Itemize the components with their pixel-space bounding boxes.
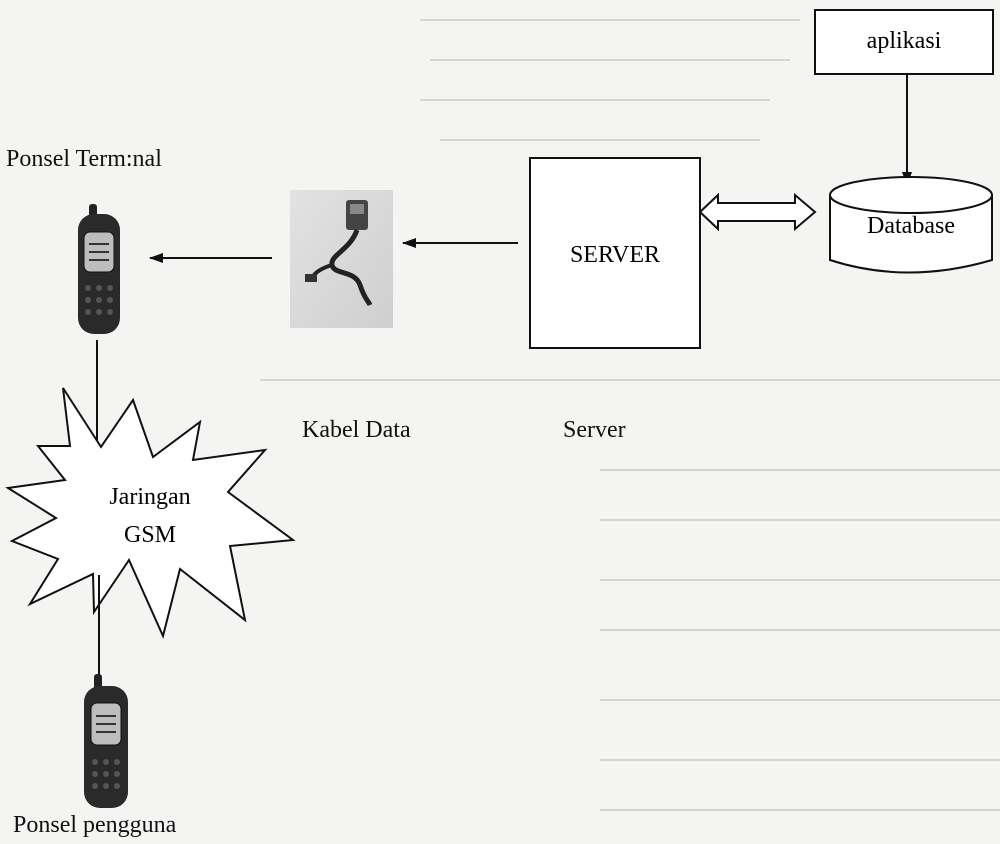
server-box-label: SERVER — [570, 242, 660, 268]
kabel-data-label: Kabel Data — [302, 417, 411, 443]
jaringan-label-line2: GSM — [124, 522, 176, 548]
background-scan-noise — [260, 19, 1000, 811]
jaringan-label-line1: Jaringan — [109, 484, 190, 510]
server-caption-label: Server — [563, 417, 626, 443]
gsm-network-burst-icon — [5, 387, 296, 640]
aplikasi-label: aplikasi — [867, 28, 942, 54]
database-cylinder-icon — [829, 176, 993, 274]
database-label: Database — [867, 213, 955, 239]
ponsel-terminal-label: Ponsel Term:nal — [6, 146, 162, 172]
ponsel-pengguna-label: Ponsel pengguna — [13, 812, 177, 838]
double-arrow-server-database — [698, 192, 817, 232]
aplikasi-box — [814, 9, 994, 75]
mobile-phone-icon-user — [84, 674, 128, 808]
server-box — [529, 157, 701, 349]
data-cable-icon — [290, 190, 393, 328]
mobile-phone-icon-terminal — [78, 204, 120, 334]
